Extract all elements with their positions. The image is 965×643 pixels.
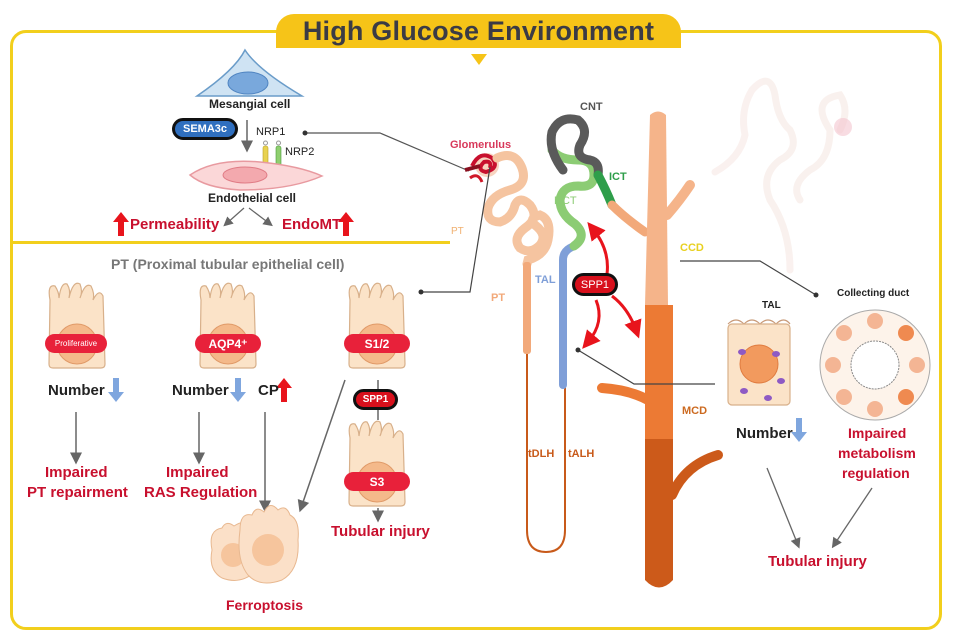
banner-pointer-icon: [471, 54, 487, 65]
ccd-branch: [662, 180, 695, 220]
aqp4-band: AQP4⁺: [195, 334, 261, 353]
section-divider: [12, 241, 450, 244]
pt-cell-proliferative: [48, 282, 106, 369]
endothelial-nucleus: [222, 166, 268, 184]
tdlh-label: tDLH: [528, 448, 555, 460]
endothelial-to-endomt-arrow: [248, 207, 273, 227]
collecting-duct-ring-icon: [819, 309, 931, 421]
endomt-label: EndoMT: [282, 216, 342, 233]
impaired-metabolism-line2: metabolism: [838, 445, 916, 461]
nrp2-label: NRP2: [285, 146, 315, 158]
endothelial-cell-label: Endothelial cell: [208, 191, 297, 205]
proximal-tubule-convoluted: [483, 151, 554, 269]
mcd-branch-right: [667, 450, 723, 500]
ferroptosis-label: Ferroptosis: [226, 597, 304, 613]
proximal-tubule-straight: [523, 262, 531, 354]
tal-cell-icon: [727, 319, 791, 406]
pt-cell-s12: [348, 282, 406, 369]
ccd-connector-line: [680, 260, 817, 296]
ferroptosis-cells-icon: [210, 505, 299, 584]
medullary-collecting-duct-lower: [645, 439, 673, 588]
glomerulus-label: Glomerulus: [450, 139, 512, 151]
pt-connector-line: [421, 166, 491, 293]
title-banner: High Glucose Environment: [276, 14, 681, 48]
mcd-label: MCD: [682, 405, 708, 417]
pt-cell-aqp4: [199, 282, 257, 369]
spp1-arrow-down-right: [611, 294, 642, 339]
ccd-label: CCD: [680, 242, 704, 254]
tal-to-injury-arrow: [766, 467, 801, 549]
ict-to-ccd-segment: [607, 200, 650, 237]
faded-glomerulus: [834, 118, 852, 136]
cp-up-arrow-icon: [276, 378, 292, 402]
nrp2-receptor-icon: [275, 140, 282, 167]
glomerulus-connector-line: [305, 132, 470, 172]
collecting-duct-label: Collecting duct: [837, 288, 910, 299]
thick-ascending-limb: [559, 242, 578, 389]
impaired-metabolism-line1: Impaired: [848, 425, 907, 441]
tal-number-label: Number: [736, 425, 793, 442]
mesangial-cell-label: Mesangial cell: [209, 97, 291, 111]
permeability-up-arrow-icon: [113, 212, 129, 236]
impaired-pt-repairment-line1: Impaired: [45, 464, 108, 481]
s3-band: S3: [344, 472, 410, 491]
impaired-pt-repairment-line2: PT repairment: [27, 484, 128, 501]
impaired-ras-regulation-line1: Impaired: [166, 464, 229, 481]
sema3c-badge: SEMA3c: [172, 118, 238, 140]
right-tubular-injury-label: Tubular injury: [768, 553, 867, 570]
impaired-metabolism-line3: regulation: [842, 465, 910, 481]
s12-band: S1/2: [344, 334, 410, 353]
cp-label: CP: [258, 382, 279, 399]
connecting-tubule: [546, 114, 603, 180]
cnt-label: CNT: [580, 101, 603, 113]
nephron-spp1-badge: SPP1: [572, 273, 618, 296]
mesangial-nucleus: [227, 71, 269, 95]
pt-lower-label: PT: [491, 292, 506, 304]
s12-to-ferroptosis-arrow: [297, 379, 346, 513]
tal-connector-line: [577, 349, 715, 385]
pt-section-heading: PT (Proximal tubular epithelial cell): [111, 256, 345, 272]
aqp4-number-down-arrow-icon: [230, 378, 246, 402]
cd-to-injury-arrow: [831, 487, 873, 549]
loop-of-henle-thin: [526, 354, 566, 554]
talh-label: tALH: [568, 448, 595, 460]
proliferative-band: Proliferative: [45, 334, 107, 353]
nrp1-label: NRP1: [256, 126, 286, 138]
pt-cell-s3: [348, 420, 406, 507]
dct-label: DCT: [554, 195, 577, 207]
s3-tubular-injury-label: Tubular injury: [331, 523, 430, 540]
endothelial-to-permeability-arrow: [223, 207, 245, 227]
spp1-arrow-up: [587, 222, 609, 275]
pt-spp1-badge: SPP1: [353, 389, 398, 410]
tal-nephron-label: TAL: [535, 274, 556, 286]
impaired-ras-regulation-line2: RAS Regulation: [144, 484, 258, 501]
spp1-arrow-down-left: [582, 299, 601, 349]
faded-nephron-outline: [711, 77, 849, 274]
diagram-title: High Glucose Environment: [302, 15, 655, 46]
cortical-collecting-duct: [645, 111, 668, 305]
mcd-branch-left: [597, 383, 653, 405]
endomt-up-arrow-icon: [338, 212, 354, 236]
ict-label: ICT: [609, 171, 627, 183]
proliferative-number-label: Number: [48, 382, 105, 399]
medullary-collecting-duct-upper: [645, 305, 673, 439]
tal-number-down-arrow-icon: [791, 418, 807, 442]
pt-upper-label: PT: [451, 226, 464, 237]
proliferative-number-down-arrow-icon: [108, 378, 124, 402]
tal-cell-label: TAL: [762, 300, 781, 311]
aqp4-number-label: Number: [172, 382, 229, 399]
distal-convoluted-tubule: [547, 145, 599, 251]
permeability-label: Permeability: [130, 216, 220, 233]
